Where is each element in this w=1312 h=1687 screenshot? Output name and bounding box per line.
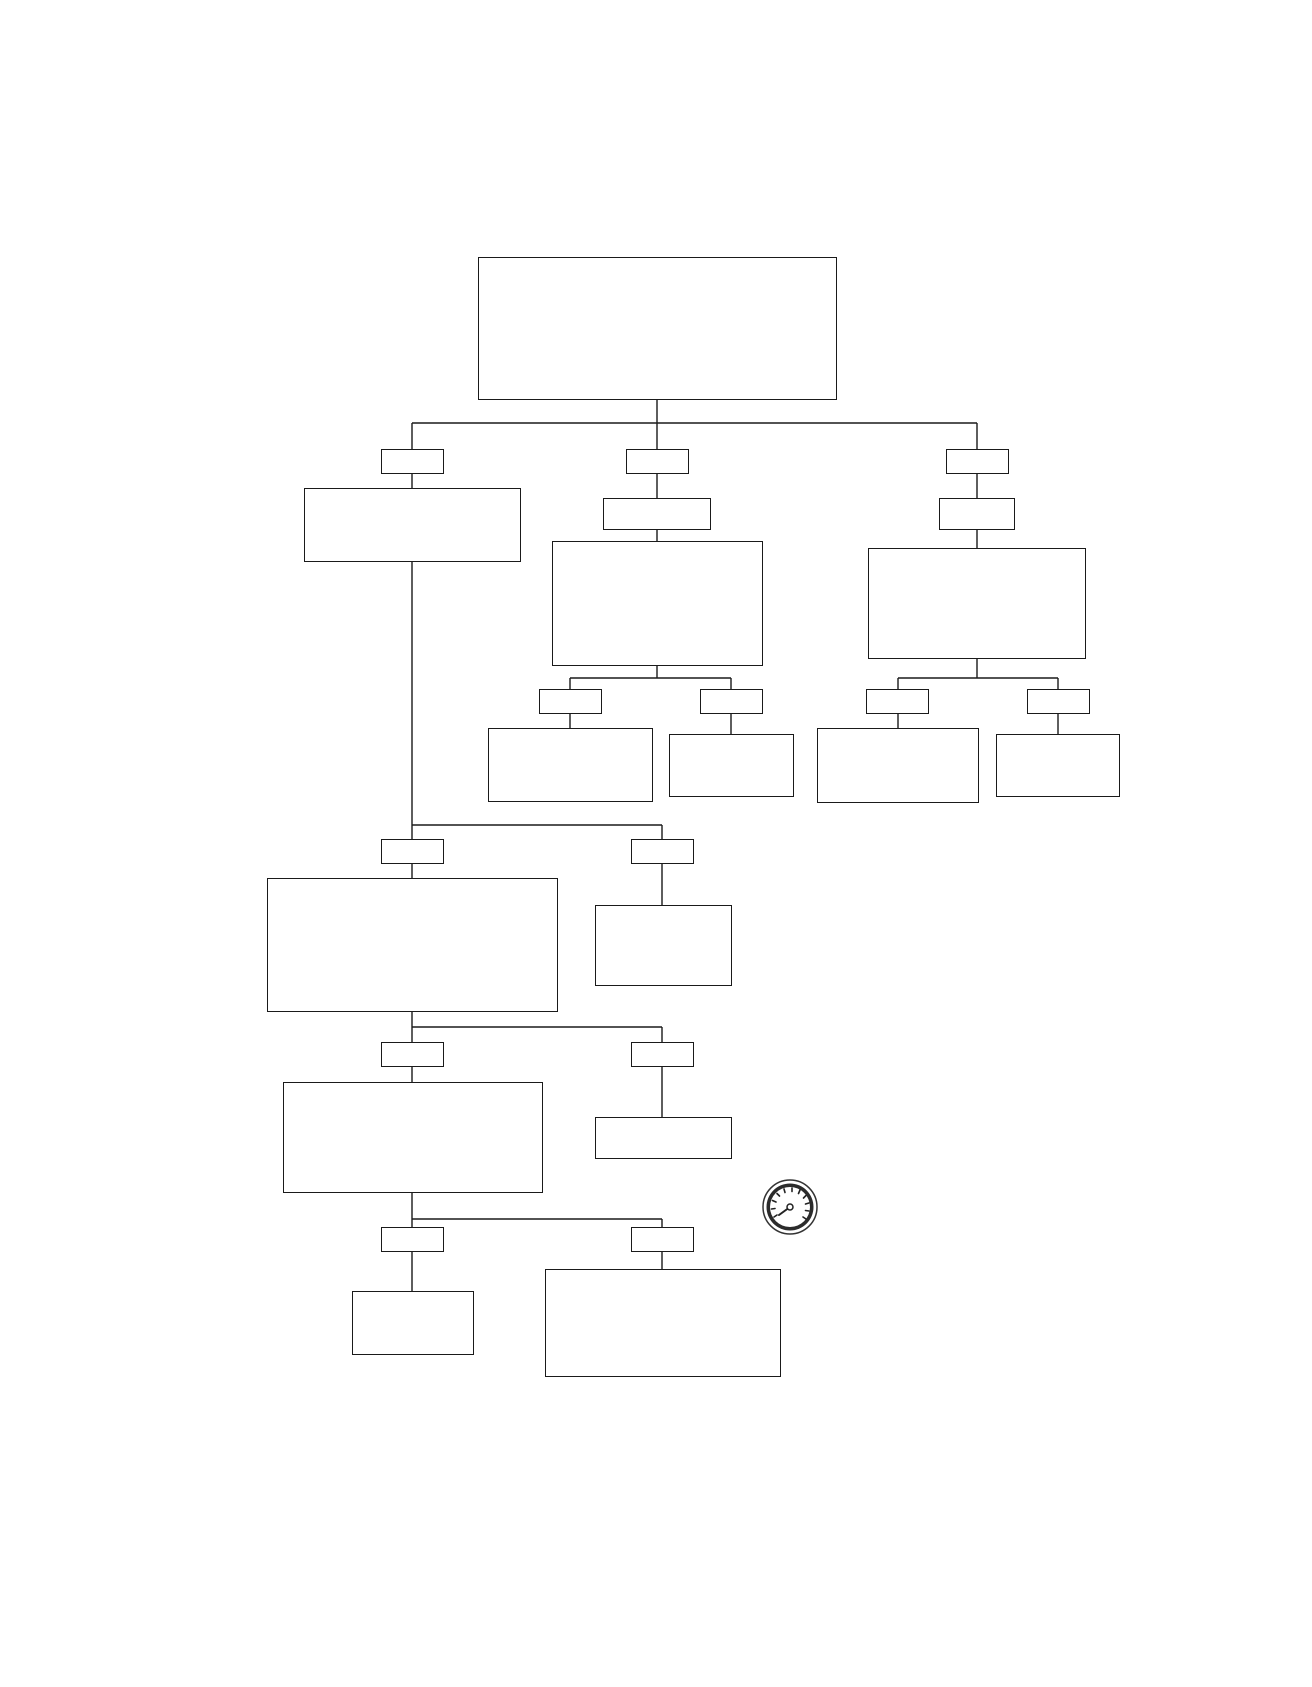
right-sub-node-right [996,734,1120,797]
branch-label-left [381,449,444,474]
left-sub-label-right [631,839,694,864]
right-sub-node-left [817,728,979,803]
left-level4-node-left [352,1291,474,1355]
left-node [304,488,521,562]
pressure-gauge-icon [762,1179,818,1235]
right-sub-label-right [1027,689,1090,714]
middle-sub-node-right [669,734,794,797]
left-level3-node-left [283,1082,543,1193]
branch-label-middle [626,449,689,474]
left-level3-label-right [631,1042,694,1067]
left-sub-label-left [381,839,444,864]
middle-sub-label-left [539,689,602,714]
left-level3-label-left [381,1042,444,1067]
right-sub-label-left [866,689,929,714]
left-sub-node-left [267,878,558,1012]
middle-sub-node-left [488,728,653,802]
middle-step [603,498,711,530]
right-step [939,498,1015,530]
left-level4-label-right [631,1227,694,1252]
right-node [868,548,1086,659]
root-node [478,257,837,400]
middle-node [552,541,763,666]
left-level3-node-right [595,1117,732,1159]
left-sub-node-right [595,905,732,986]
branch-label-right [946,449,1009,474]
left-level4-node-right [545,1269,781,1377]
middle-sub-label-right [700,689,763,714]
left-level4-label-left [381,1227,444,1252]
